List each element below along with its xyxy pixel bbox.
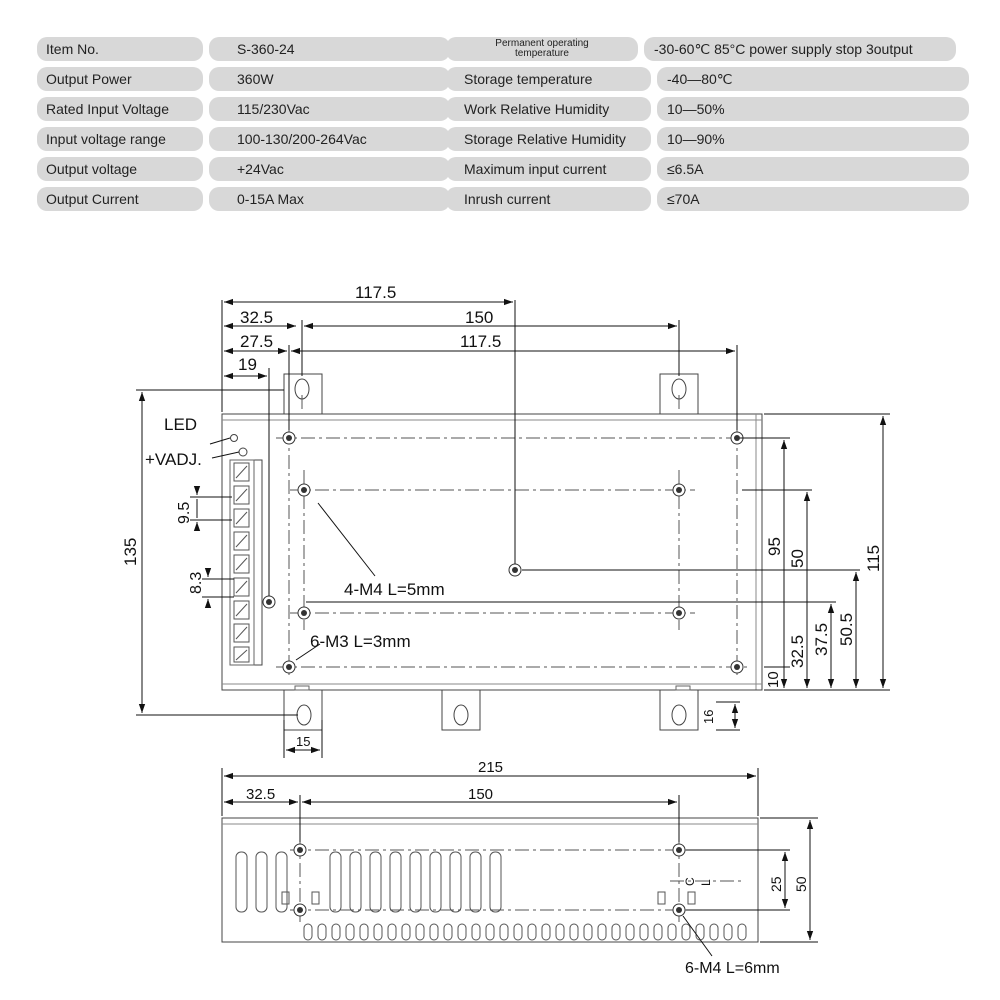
spec-value: 10—50% [657,97,969,121]
dim-10: 10 [765,671,782,688]
dim-150-top: 150 [465,308,493,327]
spec-label: Inrush current [446,187,651,211]
spec-value: ≤70A [657,187,969,211]
dim-115: 115 [864,545,883,572]
spec-value: 10—90% [657,127,969,151]
m4-label: 4-M4 L=5mm [344,580,445,599]
spec-row: Output Power 360W [37,67,450,91]
spec-label-line2: temperature [515,48,569,59]
spec-value: -30-60℃ 85°C power supply stop 3output [644,37,956,61]
spec-row: Inrush current ≤70A [446,187,969,211]
led-label: LED [164,415,197,434]
m3-label: 6-M3 L=3mm [310,632,411,651]
spec-row: Work Relative Humidity 10—50% [446,97,969,121]
vadj-potentiometer [238,447,248,457]
side-l-label: L [699,879,713,886]
dim-16: 16 [701,710,716,724]
dim-117-5-second: 117.5 [460,332,501,351]
spec-row: Maximum input current ≤6.5A [446,157,969,181]
dim-50: 50 [788,549,807,568]
spec-label: Storage Relative Humidity [446,127,651,151]
spec-value: 0-15A Max [209,187,450,211]
spec-row: Storage Relative Humidity 10—90% [446,127,969,151]
mount-tab [283,689,323,731]
spec-row: Output voltage +24Vac [37,157,450,181]
spec-value: -40—80℃ [657,67,969,91]
dim-50-side: 50 [793,876,809,892]
dim-8-3: 8.3 [188,572,205,594]
spec-value: +24Vac [209,157,450,181]
spec-table-right: Permanent operating temperature -30-60℃ … [446,37,969,217]
spec-row: Rated Input Voltage 115/230Vac [37,97,450,121]
spec-row: Permanent operating temperature -30-60℃ … [446,37,969,61]
dim-32-5-top: 32.5 [240,308,273,327]
dim-25-side: 25 [768,876,784,892]
dim-95: 95 [765,537,784,556]
psu-body-top-view [221,413,763,691]
spec-label: Item No. [37,37,203,61]
mount-tab [659,689,699,731]
screw-holes [262,431,744,674]
spec-table-left: Item No. S-360-24 Output Power 360W Rate… [37,37,450,217]
dim-27-5-top: 27.5 [240,332,273,351]
side-screw-holes [293,843,686,917]
spec-label: Maximum input current [446,157,651,181]
spec-label: Output Power [37,67,203,91]
dim-135: 135 [121,538,140,566]
dim-15: 15 [296,734,310,749]
dim-19: 19 [238,355,257,374]
mount-tab [283,373,323,415]
dim-9-5: 9.5 [176,502,193,524]
spec-value: 100-130/200-264Vac [209,127,450,151]
vadj-label: +VADJ. [145,450,202,469]
dim-37-5: 37.5 [812,623,831,656]
dim-117-5-top: 117.5 [355,283,396,302]
spec-row: Item No. S-360-24 [37,37,450,61]
spec-label: Storage temperature [446,67,651,91]
dim-215: 215 [478,759,503,776]
spec-label: Output Current [37,187,203,211]
spec-row: Input voltage range 100-130/200-264Vac [37,127,450,151]
spec-row: Storage temperature -40—80℃ [446,67,969,91]
dim-150-side: 150 [468,786,493,803]
spec-value: S-360-24 [209,37,450,61]
led-indicator [230,434,238,442]
side-c-label: C [683,877,697,886]
spec-label-line1: Permanent operating [495,38,589,49]
spec-label: Permanent operating temperature [446,37,638,61]
spec-label: Input voltage range [37,127,203,151]
vent-slots [235,851,696,913]
dim-32-5-right: 32.5 [788,635,807,668]
m4-side-label: 6-M4 L=6mm [685,960,780,977]
spec-value: 115/230Vac [209,97,450,121]
spec-value: ≤6.5A [657,157,969,181]
dim-50-5: 50.5 [837,613,856,646]
spec-row: Output Current 0-15A Max [37,187,450,211]
spec-label: Work Relative Humidity [446,97,651,121]
mount-tab [441,689,481,731]
spec-label: Rated Input Voltage [37,97,203,121]
spec-value: 360W [209,67,450,91]
dim-32-5-side: 32.5 [246,786,275,803]
spec-label: Output voltage [37,157,203,181]
psu-body-side-view [221,817,759,943]
